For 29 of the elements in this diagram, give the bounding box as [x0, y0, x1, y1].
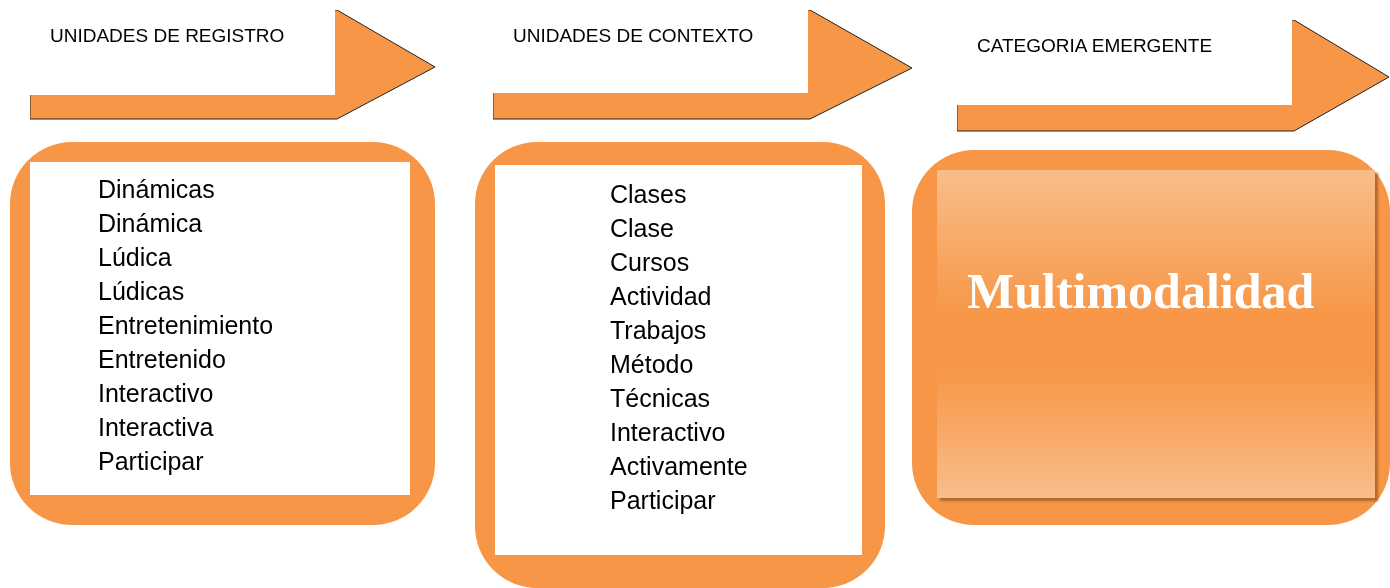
list-item: Interactiva	[98, 412, 214, 443]
banner-title: UNIDADES DE CONTEXTO	[513, 25, 754, 47]
list-item: Clases	[610, 179, 687, 210]
category-title: Multimodalidad	[967, 262, 1315, 320]
arrow-banner	[493, 10, 913, 120]
list-item: Dinámicas	[98, 174, 215, 205]
arrow-banner	[30, 10, 436, 120]
list-item: Método	[610, 349, 694, 380]
list-item: Activamente	[610, 451, 748, 482]
list-item: Interactivo	[98, 378, 214, 409]
list-item: Trabajos	[610, 315, 707, 346]
list-item: Lúdicas	[98, 276, 185, 307]
list-item: Lúdica	[98, 242, 172, 273]
rounded-panel	[475, 142, 885, 588]
list-item: Clase	[610, 213, 674, 244]
list-item: Entretenimiento	[98, 310, 274, 341]
list-item: Interactivo	[610, 417, 726, 448]
banner-title: CATEGORIA EMERGENTE	[977, 35, 1213, 57]
list-item: Participar	[610, 485, 716, 516]
list-item: Técnicas	[610, 383, 711, 414]
list-item: Cursos	[610, 247, 690, 278]
rounded-panel	[912, 150, 1390, 525]
list-item: Entretenido	[98, 344, 226, 375]
rounded-panel	[10, 142, 435, 525]
list-item: Actividad	[610, 281, 712, 312]
banner-title: UNIDADES DE REGISTRO	[50, 25, 285, 47]
list-item: Dinámica	[98, 208, 203, 239]
arrow-banner	[957, 20, 1390, 132]
list-item: Participar	[98, 446, 204, 477]
